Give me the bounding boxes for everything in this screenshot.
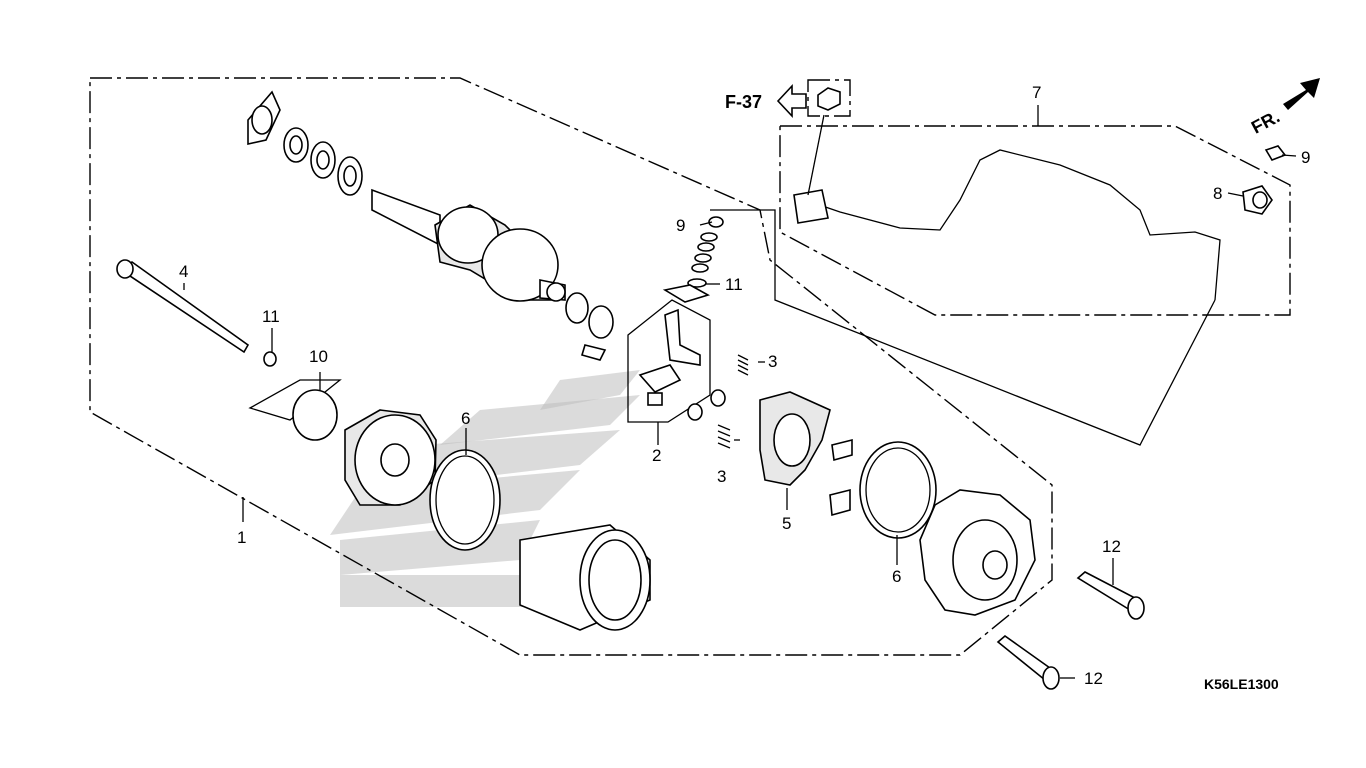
rear-cover-icon — [919, 489, 1036, 616]
callout-2: 2 — [652, 446, 661, 465]
connector-lead-line — [807, 114, 825, 196]
through-bolt-icon — [116, 259, 250, 354]
leader-lines — [183, 105, 1297, 679]
callout-3a: 3 — [768, 352, 777, 371]
washer-2a-icon — [687, 403, 703, 421]
lock-washer-icon — [247, 90, 281, 145]
harness-outline — [779, 125, 1291, 316]
washer-b-icon — [588, 305, 614, 339]
gasket-6-left-icon — [429, 449, 501, 551]
harness-route-line — [710, 209, 1216, 446]
terminal-stack-icon — [662, 216, 724, 303]
callout-1: 1 — [237, 528, 246, 547]
brush-holder-box — [627, 299, 711, 423]
spring-3b-icon — [717, 424, 731, 449]
yoke-icon — [519, 524, 651, 631]
callout-6a: 6 — [461, 409, 470, 428]
callout-5: 5 — [782, 514, 791, 533]
callout-11b: 11 — [725, 275, 743, 294]
brush-a-icon — [831, 438, 853, 462]
ref-label: F-37 — [725, 92, 762, 112]
oring-box — [248, 379, 342, 421]
nut-icon — [817, 87, 841, 111]
callout-6b: 6 — [892, 567, 901, 586]
callout-12a: 12 — [1102, 537, 1121, 556]
connector-icon — [793, 189, 829, 224]
gasket-6-right-icon — [859, 441, 937, 539]
spring-3a-icon — [737, 354, 749, 376]
gasket-6-right-inner — [865, 447, 931, 533]
nut-ref-box — [807, 79, 851, 117]
grommet-8-hole — [1252, 191, 1268, 209]
ref-arrow-icon — [776, 83, 807, 119]
washer-a-icon — [565, 292, 589, 324]
front-arrow-icon — [1283, 78, 1320, 110]
callout-3b: 3 — [717, 467, 726, 486]
callout-9a: 9 — [1301, 148, 1310, 167]
oring-10-icon — [292, 389, 338, 441]
bolt-12-upper-icon — [1076, 571, 1145, 620]
callout-7: 7 — [1032, 83, 1041, 102]
armature-icon — [371, 188, 566, 302]
callout-4: 4 — [179, 262, 188, 281]
assembly-outline — [89, 77, 1053, 656]
front-label: FR. — [1248, 106, 1283, 137]
washer-2b-icon — [710, 389, 726, 407]
callout-10: 10 — [309, 347, 328, 366]
thrust-washers-icon — [283, 127, 363, 196]
gasket-6-left-inner — [435, 455, 495, 545]
brush-b-icon — [829, 488, 851, 517]
clip-9-icon — [1264, 145, 1287, 161]
front-cover-icon — [344, 409, 437, 506]
figure-code: K56LE1300 — [1204, 676, 1279, 692]
callout-12b: 12 — [1084, 669, 1103, 688]
washer-11-icon — [263, 351, 277, 367]
brush-holder-icon — [580, 308, 701, 406]
bolt-12-lower-icon — [996, 634, 1060, 690]
callout-11a: 11 — [262, 307, 280, 326]
wire-harness-icon — [804, 149, 1221, 301]
callout-9b: 9 — [676, 216, 685, 235]
callout-8: 8 — [1213, 184, 1222, 203]
brush-holder-5-icon — [759, 391, 831, 486]
